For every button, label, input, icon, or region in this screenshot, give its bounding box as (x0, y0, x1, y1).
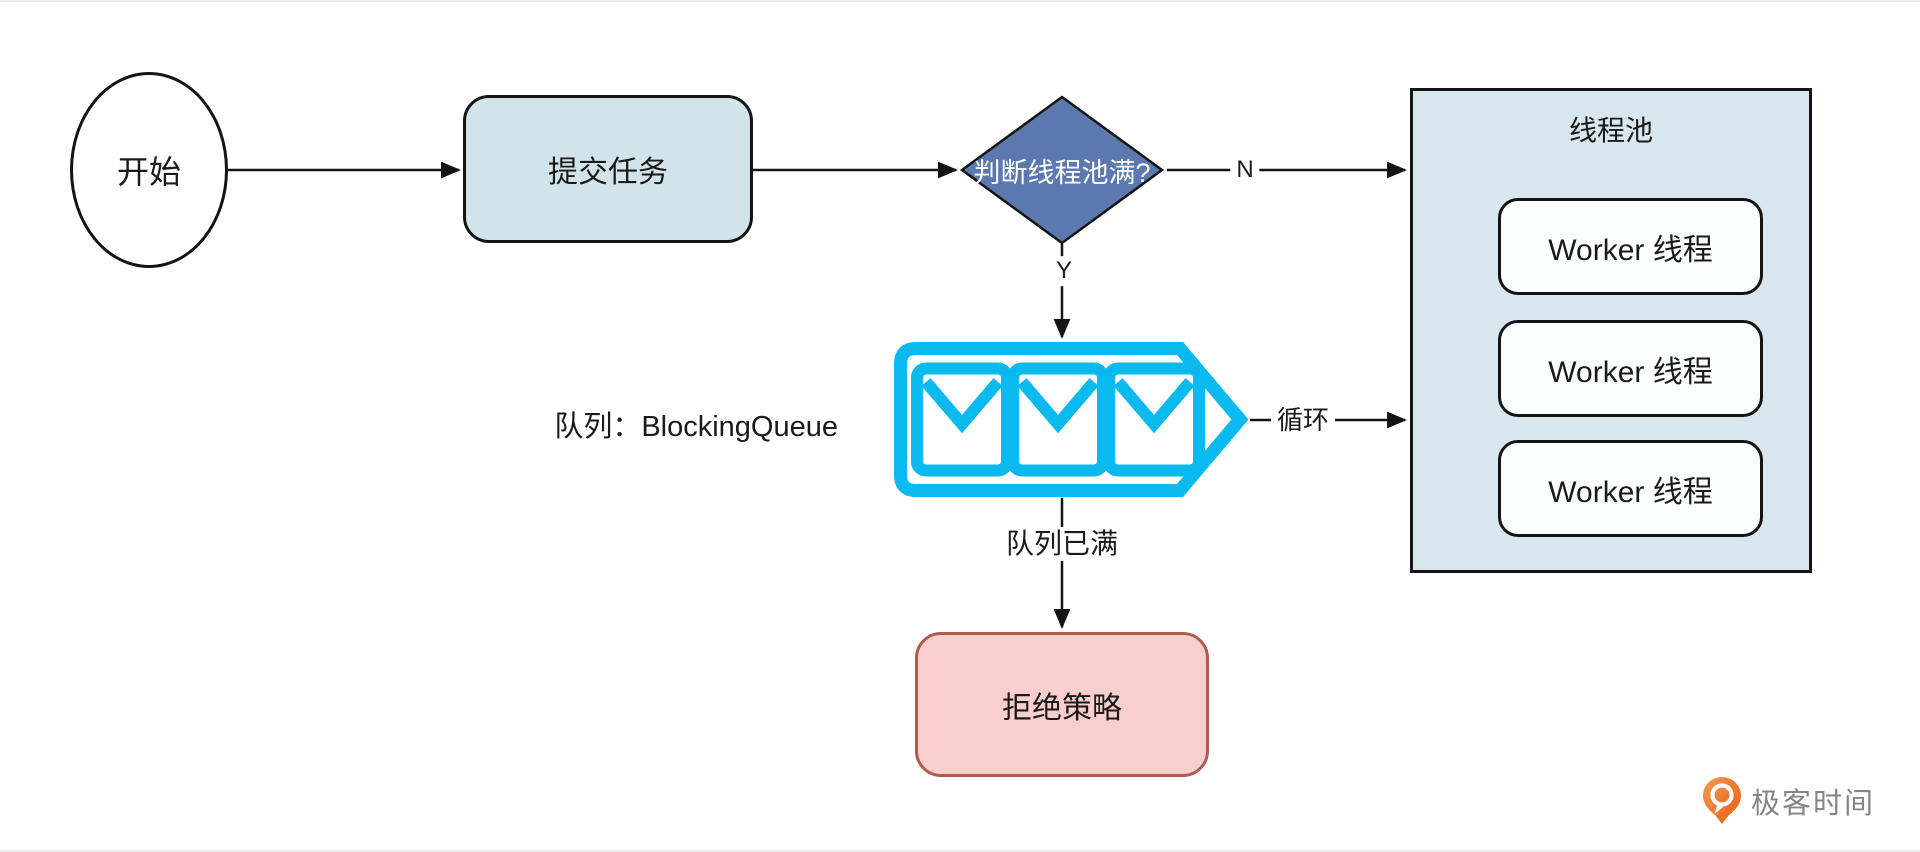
edge-label-queue-full: 队列已满 (999, 526, 1125, 562)
bottom-divider (0, 850, 1920, 852)
edge-label-no: N (1230, 155, 1260, 185)
worker-thread-label: Worker 线程 (1548, 355, 1713, 389)
worker-thread-node: Worker 线程 (1498, 440, 1763, 537)
worker-thread-node: Worker 线程 (1498, 198, 1763, 295)
decision-label: 判断线程池满? (973, 157, 1151, 188)
worker-thread-label: Worker 线程 (1548, 233, 1713, 267)
envelope-icon (1103, 362, 1205, 477)
submit-task-node: 提交任务 (463, 95, 753, 243)
thread-pool-title: 线程池 (1568, 115, 1653, 146)
reject-policy-label: 拒绝策略 (1002, 691, 1122, 725)
start-node: 开始 (70, 72, 228, 268)
envelope-icon (911, 362, 1013, 477)
start-label: 开始 (116, 154, 181, 190)
top-divider (0, 0, 1920, 2)
envelope-icon (1007, 362, 1109, 477)
queue-caption: 队列：BlockingQueue (554, 411, 838, 443)
geektime-logo-text: 极客时间 (1751, 788, 1876, 820)
decision-diamond-shape (959, 95, 1165, 245)
thread-pool-container: 线程池 Worker 线程 Worker 线程 Worker 线程 (1410, 88, 1812, 573)
worker-thread-node: Worker 线程 (1498, 320, 1763, 417)
submit-task-label: 提交任务 (548, 156, 668, 189)
blocking-queue-node (894, 342, 1249, 497)
worker-thread-label: Worker 线程 (1548, 475, 1713, 509)
edge-label-loop: 循环 (1270, 405, 1336, 437)
edge-label-yes: Y (1049, 256, 1079, 286)
geektime-pin-icon (1703, 777, 1741, 824)
geektime-logo: 极客时间 (1702, 776, 1875, 826)
decision-node: 判断线程池满? (959, 95, 1165, 245)
reject-policy-node: 拒绝策略 (915, 632, 1209, 777)
